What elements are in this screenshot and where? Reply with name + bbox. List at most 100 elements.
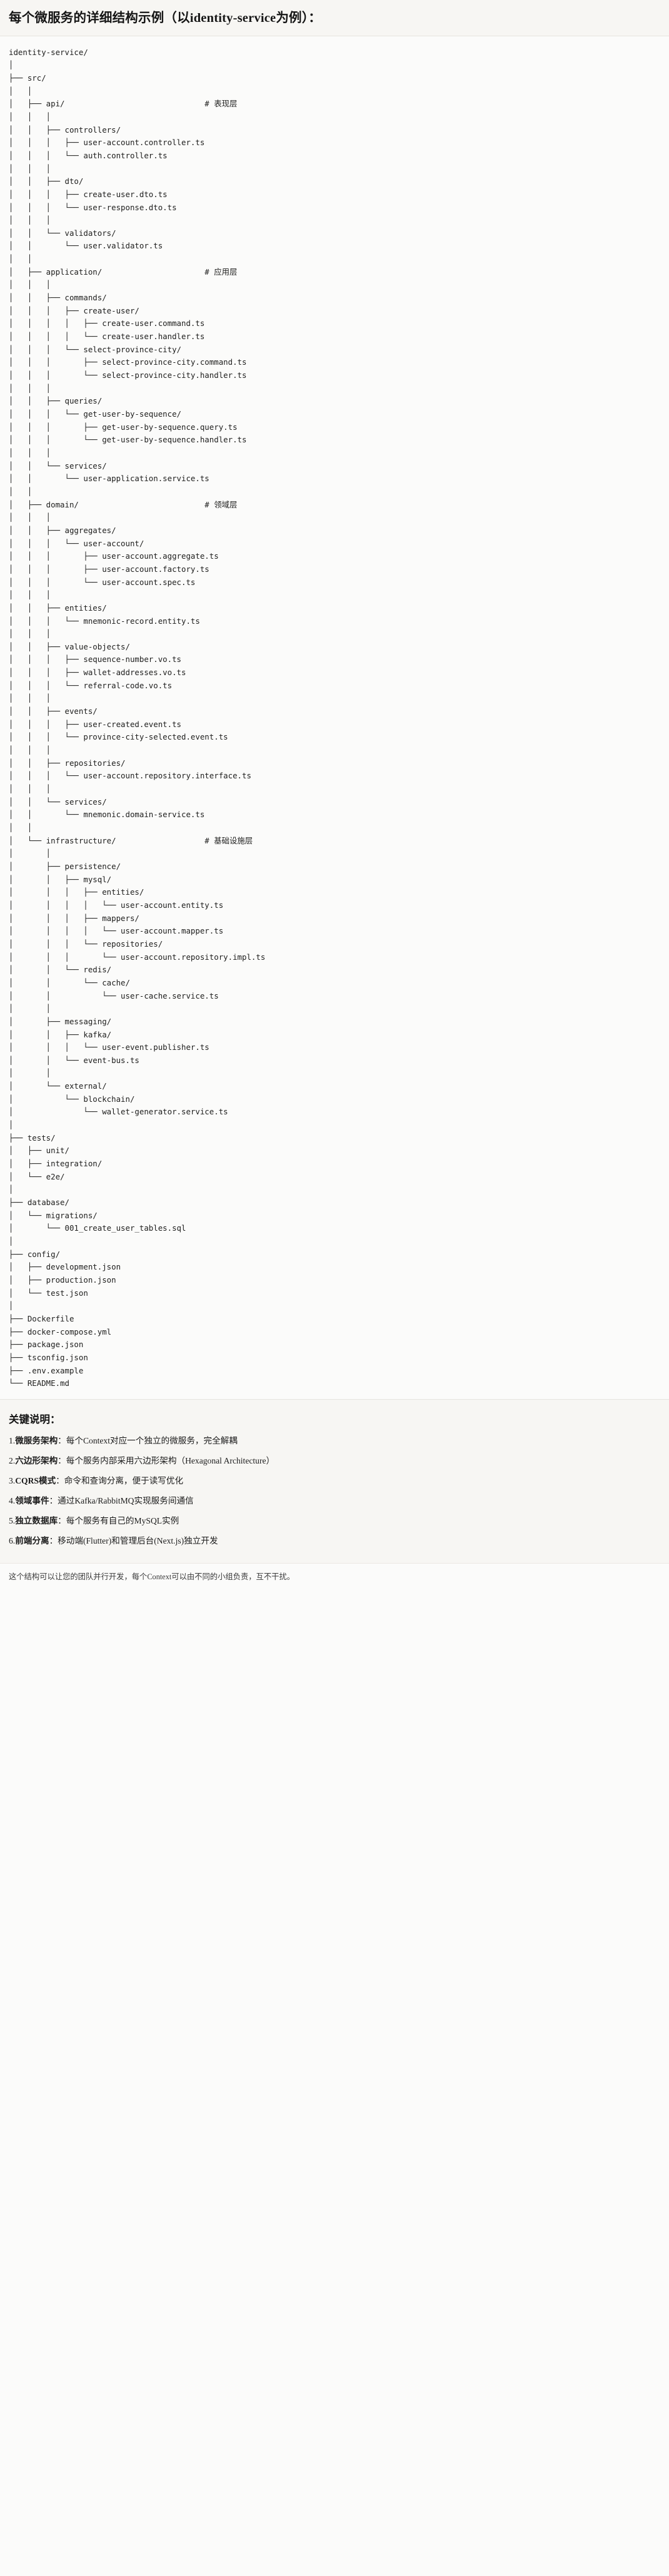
- tree-line: │ │ │ └── get-user-by-sequence/: [9, 409, 182, 419]
- tree-line: │ │ ├── repositories/: [9, 758, 126, 768]
- tree-line: │ │: [9, 823, 33, 833]
- key-note-number: 2.: [9, 1455, 16, 1465]
- tree-line: │: [9, 1120, 14, 1130]
- tree-line: │ │ │ ├── create-user.dto.ts: [9, 189, 168, 199]
- tree-line: │ ├── api/ # 表现层: [9, 99, 238, 109]
- tree-line: │ │ │ ├── create-user/: [9, 305, 139, 315]
- key-note-item: 1.微服务架构：每个Context对应一个独立的微服务，完全解耦: [9, 1434, 660, 1447]
- key-note-text: ：通过Kafka/RabbitMQ实现服务间通信: [49, 1496, 194, 1506]
- key-note-item: 6.前端分离：移动端(Flutter)和管理后台(Next.js)独立开发: [9, 1534, 660, 1547]
- tree-line: │ │ ├── dto/: [9, 176, 84, 186]
- tree-line: │ │ ├── value-objects/: [9, 641, 130, 651]
- key-notes-section: 关键说明： 1.微服务架构：每个Context对应一个独立的微服务，完全解耦 2.…: [0, 1398, 669, 1564]
- tree-line: │ │ └── mnemonic.domain-service.ts: [9, 810, 205, 820]
- key-note-text: ：移动端(Flutter)和管理后台(Next.js)独立开发: [49, 1536, 218, 1546]
- tree-line: ├── src/: [9, 73, 46, 83]
- tree-line: │ │ │: [9, 163, 51, 173]
- tree-line: │ │ ├── events/: [9, 706, 98, 716]
- tree-line: │ │ │ ├── sequence-number.vo.ts: [9, 654, 182, 664]
- tree-line: │ │: [9, 1068, 51, 1078]
- key-note-text: ：每个Context对应一个独立的微服务，完全解耦: [58, 1435, 238, 1445]
- tree-line: │ │ │ ├── select-province-city.command.t…: [9, 357, 247, 367]
- tree-line: │ │ └── redis/: [9, 965, 112, 975]
- tree-line: │ │ │ └── user-account.spec.ts: [9, 577, 196, 587]
- tree-line: │ │ ├── entities/: [9, 603, 107, 613]
- key-note-label: CQRS模式: [15, 1476, 56, 1486]
- key-notes-title: 关键说明：: [9, 1413, 61, 1425]
- tree-line: │ ├── production.json: [9, 1275, 116, 1285]
- key-note-label: 独立数据库: [15, 1516, 58, 1526]
- tree-line: │: [9, 60, 14, 70]
- key-note-label: 微服务架构: [15, 1435, 58, 1445]
- tree-line: │ └── external/: [9, 1081, 107, 1091]
- tree-line: │ │ │ │ └── user-account.entity.ts: [9, 900, 224, 910]
- tree-line: │ │ │ └── get-user-by-sequence.handler.t…: [9, 435, 247, 445]
- tree-line: │ └── infrastructure/ # 基础设施层: [9, 835, 253, 845]
- tree-line: │ │: [9, 86, 33, 96]
- tree-line: │ ├── unit/: [9, 1146, 69, 1156]
- key-note-label: 前端分离: [15, 1536, 49, 1546]
- tree-line: ├── tests/: [9, 1133, 56, 1143]
- tree-line: │ │ ├── commands/: [9, 293, 107, 303]
- tree-line: │ └── test.json: [9, 1288, 88, 1298]
- tree-line: identity-service/: [9, 47, 88, 57]
- tree-line: ├── Dockerfile: [9, 1313, 74, 1323]
- tree-line: ├── package.json: [9, 1340, 84, 1350]
- key-note-number: 4.: [9, 1496, 16, 1506]
- tree-line: │ │ │: [9, 383, 51, 393]
- footnote-text: 这个结构可以让您的团队并行开发，每个Context可以由不同的小组负责，互不干扰…: [0, 1563, 669, 1593]
- tree-line: │ │ │: [9, 745, 51, 755]
- tree-line: │ │ │: [9, 215, 51, 225]
- tree-line: │ │ │ └── select-province-city.handler.t…: [9, 370, 247, 380]
- document-header: 每个微服务的详细结构示例（以identity-service为例）：: [0, 0, 669, 36]
- tree-line: ├── .env.example: [9, 1365, 84, 1375]
- tree-line: │ │ ├── queries/: [9, 396, 103, 406]
- key-note-item: 4.领域事件：通过Kafka/RabbitMQ实现服务间通信: [9, 1494, 660, 1507]
- tree-line: │ │ │ ├── user-account.aggregate.ts: [9, 551, 219, 561]
- tree-line: │ │ ├── kafka/: [9, 1029, 112, 1039]
- tree-line: │ │ └── user.validator.ts: [9, 241, 163, 251]
- tree-line: │ └── 001_create_user_tables.sql: [9, 1223, 186, 1233]
- tree-line: │ │ │ └── user-account.repository.impl.t…: [9, 952, 266, 962]
- tree-line: │ │ │ └── province-city-selected.event.t…: [9, 732, 228, 742]
- tree-line: │: [9, 1301, 14, 1311]
- tree-line: │ │ └── user-cache.service.ts: [9, 990, 219, 1000]
- tree-line: │: [9, 1236, 14, 1246]
- tree-line: │ │ │ └── auth.controller.ts: [9, 150, 168, 160]
- tree-line: └── README.md: [9, 1378, 69, 1388]
- tree-line: │ │ │: [9, 447, 51, 457]
- key-note-item: 3.CQRS模式：命令和查询分离，便于读写优化: [9, 1474, 660, 1487]
- tree-line: │ │ │ └── repositories/: [9, 939, 163, 949]
- tree-line: │ │ └── user-application.service.ts: [9, 474, 209, 484]
- tree-line: ├── docker-compose.yml: [9, 1326, 112, 1336]
- tree-line: │ │ ├── aggregates/: [9, 525, 116, 535]
- key-note-item: 2.六边形架构：每个服务内部采用六边形架构（Hexagonal Architec…: [9, 1454, 660, 1467]
- tree-line: │ │ │ ├── wallet-addresses.vo.ts: [9, 668, 186, 678]
- tree-line: │ │ │ │ ├── create-user.command.ts: [9, 318, 205, 328]
- tree-line: │ │ │ └── select-province-city/: [9, 344, 182, 354]
- tree-line: │ │ │ ├── user-account.factory.ts: [9, 564, 209, 574]
- tree-line: │ │: [9, 848, 51, 858]
- key-note-item: 5.独立数据库：每个服务有自己的MySQL实例: [9, 1514, 660, 1527]
- tree-line: ├── tsconfig.json: [9, 1352, 88, 1362]
- tree-line: │ │: [9, 486, 33, 496]
- key-note-number: 5.: [9, 1516, 16, 1526]
- key-note-number: 6.: [9, 1536, 16, 1546]
- tree-line: │ │ │ ├── mappers/: [9, 913, 139, 923]
- tree-line: │ │ │: [9, 111, 51, 121]
- tree-line: │ │ └── services/: [9, 461, 107, 471]
- tree-line: │ │ │ └── user-event.publisher.ts: [9, 1042, 209, 1052]
- key-note-text: ：每个服务内部采用六边形架构（Hexagonal Architecture）: [58, 1455, 275, 1465]
- tree-line: │ │ │ ├── entities/: [9, 887, 144, 897]
- tree-line: │ │ │ ├── user-account.controller.ts: [9, 138, 205, 148]
- tree-line: │ │ │: [9, 693, 51, 703]
- tree-line: │ │ └── validators/: [9, 228, 116, 238]
- tree-line: │ │ │ └── referral-code.vo.ts: [9, 680, 173, 690]
- tree-line: │ └── wallet-generator.service.ts: [9, 1107, 228, 1117]
- tree-line: │ └── e2e/: [9, 1171, 65, 1181]
- tree-line: │ │ │: [9, 629, 51, 639]
- tree-line: │ │ ├── controllers/: [9, 125, 121, 135]
- tree-line: │ ├── persistence/: [9, 861, 121, 871]
- tree-line: │ └── blockchain/: [9, 1094, 135, 1104]
- tree-line: │ │ │: [9, 590, 51, 600]
